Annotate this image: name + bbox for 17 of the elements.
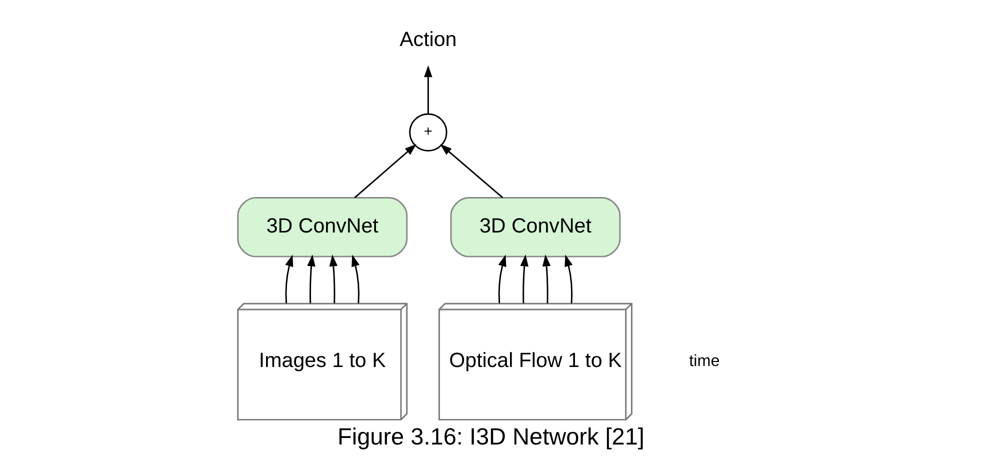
arrow bbox=[498, 254, 506, 304]
arrow bbox=[306, 254, 315, 304]
label: time bbox=[688, 352, 720, 370]
arrow bbox=[542, 254, 550, 304]
arrow bbox=[440, 144, 503, 198]
arrow bbox=[284, 254, 293, 304]
arrow bbox=[354, 144, 416, 198]
node-text: Action bbox=[399, 28, 456, 51]
arrow bbox=[424, 65, 432, 114]
arrow bbox=[520, 254, 528, 304]
arrow bbox=[328, 254, 338, 304]
node-box: 3D ConvNet bbox=[236, 197, 408, 258]
arrow bbox=[351, 254, 359, 304]
node-circle: + bbox=[408, 113, 447, 152]
node-box: 3D ConvNet bbox=[450, 197, 620, 258]
arrow bbox=[564, 254, 572, 304]
caption: Figure 3.16: I3D Network [21] bbox=[337, 423, 644, 450]
